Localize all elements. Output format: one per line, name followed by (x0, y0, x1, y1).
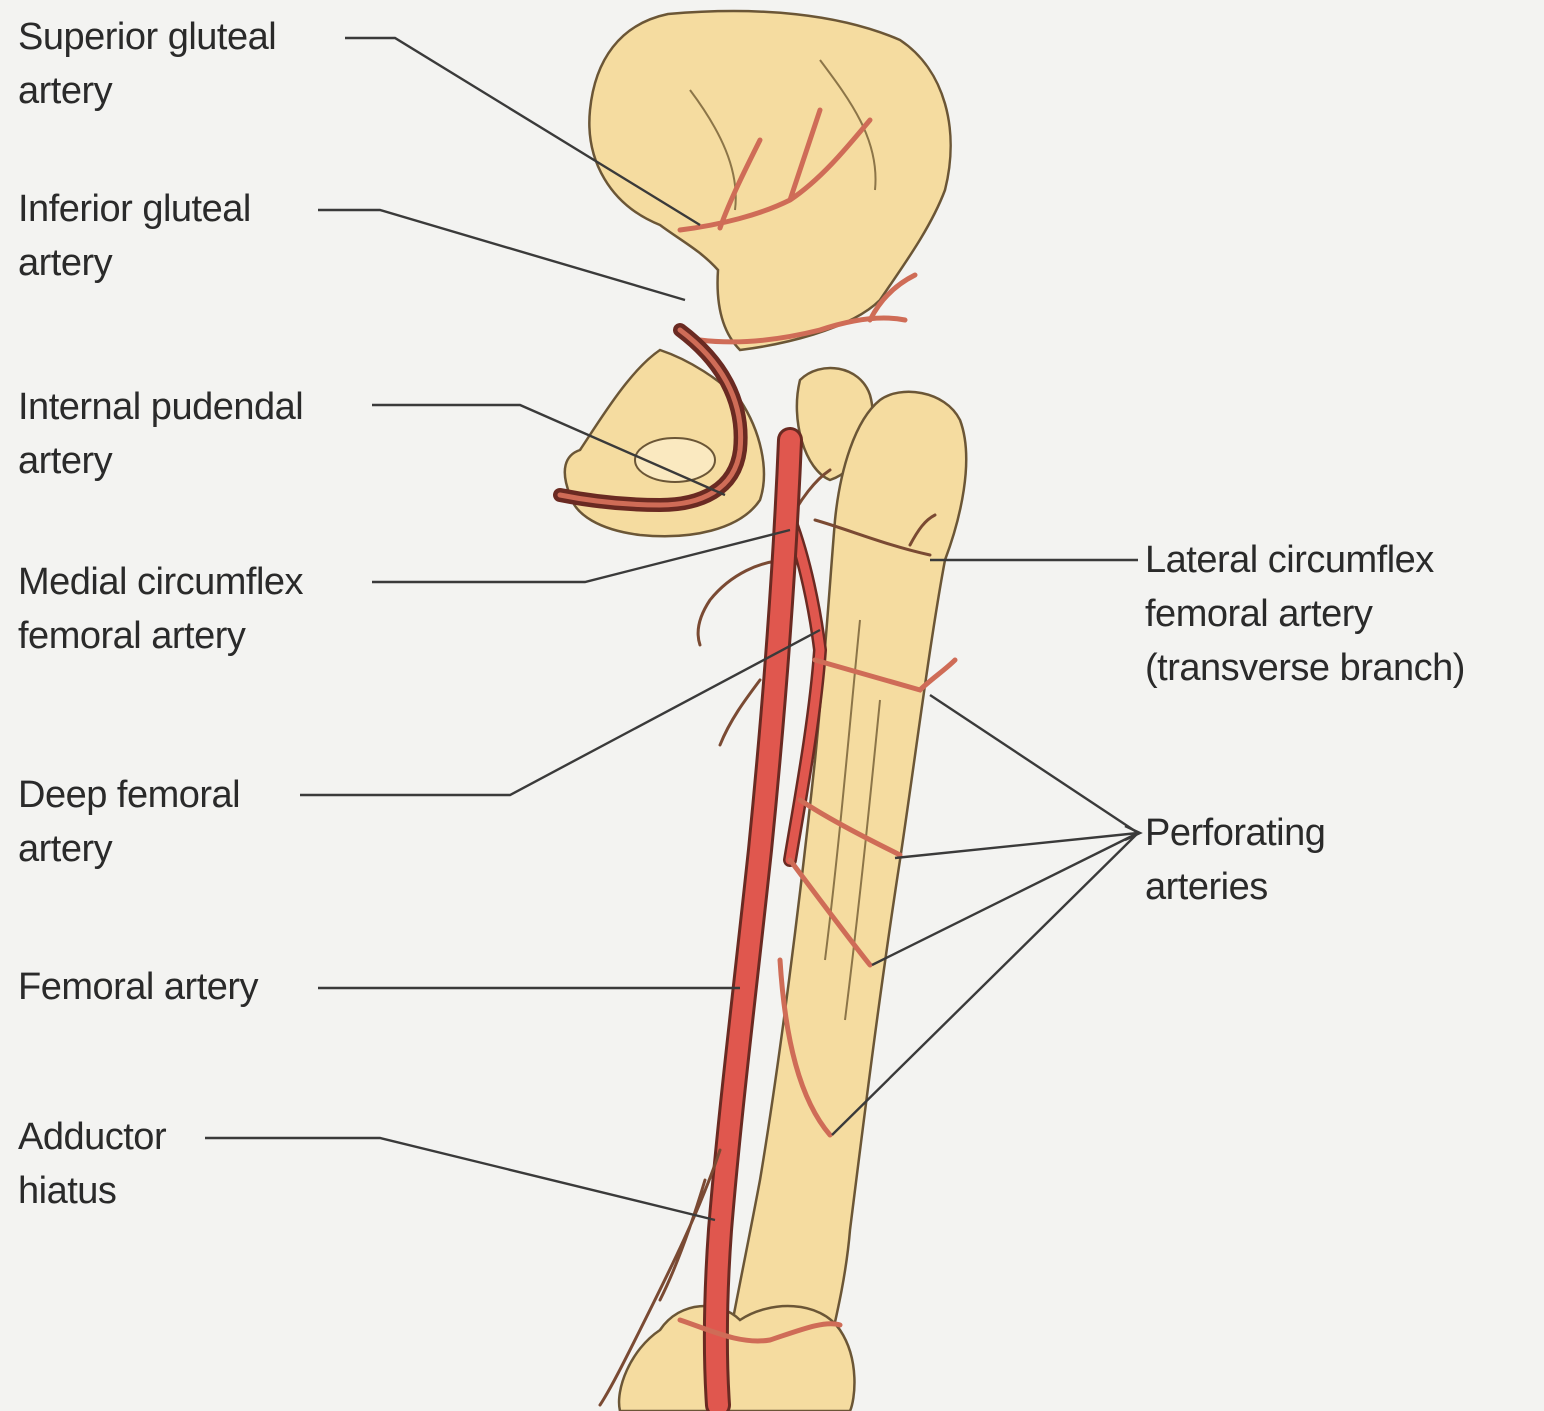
label-line: artery (18, 236, 251, 290)
label-line: Inferior gluteal (18, 182, 251, 236)
leader-perforating-3 (872, 833, 1138, 965)
label-line: Lateral circumflex (1145, 533, 1465, 587)
label-line: (transverse branch) (1145, 641, 1465, 695)
label-line: Deep femoral (18, 768, 240, 822)
leader-adductor-hiatus (205, 1138, 715, 1220)
label-line: Adductor (18, 1110, 166, 1164)
label-line: Internal pudendal (18, 380, 303, 434)
label-line: artery (18, 434, 303, 488)
leader-deep-femoral (300, 630, 820, 795)
femoral-condyles (619, 1306, 854, 1411)
ilium-bone (589, 11, 950, 350)
label-adductor-hiatus: Adductor hiatus (18, 1110, 166, 1218)
label-superior-gluteal-artery: Superior gluteal artery (18, 10, 276, 118)
leader-medial-circumflex (372, 530, 790, 582)
label-femoral-artery: Femoral artery (18, 960, 258, 1014)
label-deep-femoral-artery: Deep femoral artery (18, 768, 240, 876)
label-line: femoral artery (1145, 587, 1465, 641)
label-line: artery (18, 64, 276, 118)
label-line: arteries (1145, 860, 1325, 914)
label-lateral-circumflex-femoral-artery: Lateral circumflex femoral artery (trans… (1145, 533, 1465, 695)
label-line: femoral artery (18, 609, 303, 663)
label-perforating-arteries: Perforating arteries (1145, 806, 1325, 914)
leader-perforating-1 (930, 695, 1138, 833)
label-internal-pudendal-artery: Internal pudendal artery (18, 380, 303, 488)
label-medial-circumflex-femoral-artery: Medial circumflex femoral artery (18, 555, 303, 663)
label-line: Perforating (1145, 806, 1325, 860)
label-line: Superior gluteal (18, 10, 276, 64)
label-line: Femoral artery (18, 960, 258, 1014)
label-line: Medial circumflex (18, 555, 303, 609)
label-line: artery (18, 822, 240, 876)
leader-inferior-gluteal (318, 210, 685, 300)
label-line: hiatus (18, 1164, 166, 1218)
leader-perforating-2 (895, 833, 1138, 858)
label-inferior-gluteal-artery: Inferior gluteal artery (18, 182, 251, 290)
